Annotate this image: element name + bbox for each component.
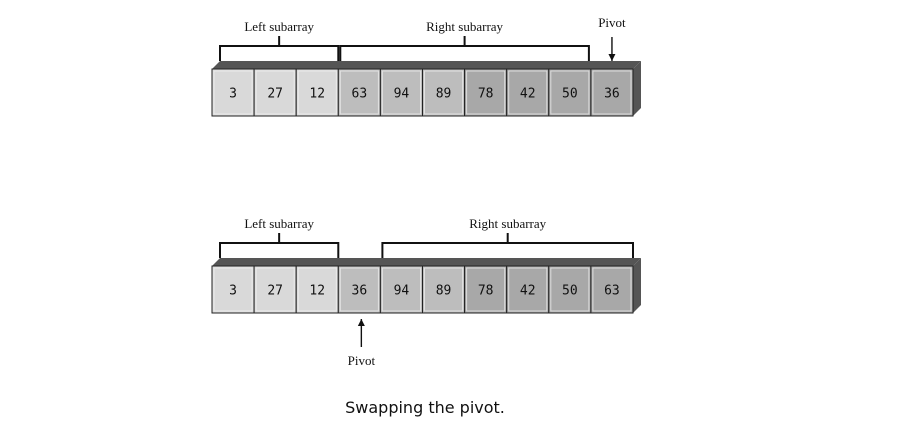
array-side-face: [633, 258, 641, 313]
array-cell-value: 42: [520, 87, 536, 102]
array-cell: 89: [422, 68, 466, 117]
pivot-label: Pivot: [598, 15, 626, 30]
array-cell: 50: [548, 68, 592, 117]
array-cell-bevel: [255, 70, 295, 115]
array-cell-box: [337, 68, 381, 117]
left-subarray-bracket: [219, 242, 340, 258]
array-cell-box: [464, 265, 508, 314]
array-cell-box: [464, 68, 508, 117]
array-cell: 36: [337, 265, 381, 314]
array-cell-box: [422, 68, 466, 117]
array-cell: 3: [211, 265, 255, 314]
right-subarray-bracket: [339, 45, 590, 61]
array-cell-bevel: [339, 267, 379, 312]
array-cell: 27: [253, 265, 297, 314]
array-cell-value: 50: [562, 87, 578, 102]
right-subarray-label: Right subarray: [469, 216, 546, 231]
array-cell: 3: [211, 68, 255, 117]
array-cell-box: [295, 68, 339, 117]
pivot-arrow-head: [357, 319, 365, 326]
array-cell-bevel: [381, 70, 421, 115]
array-cell-bevel: [592, 267, 632, 312]
array-cell: 36: [590, 68, 634, 117]
array-cell-value: 78: [478, 284, 494, 299]
array-cell-box: [211, 68, 255, 117]
array-cell-value: 12: [309, 87, 325, 102]
array-cell-box: [590, 68, 634, 117]
array-cell-box: [506, 68, 550, 117]
array-cell: 78: [464, 68, 508, 117]
array-cell-value: 36: [604, 87, 620, 102]
array-cell-bevel: [550, 267, 590, 312]
array-cell: 78: [464, 265, 508, 314]
array-cell-bevel: [424, 267, 464, 312]
array-cell-bevel: [424, 70, 464, 115]
array-cell-value: 36: [352, 284, 368, 299]
array-cell-bevel: [381, 267, 421, 312]
array-cell-value: 94: [394, 284, 410, 299]
array-top-face: [212, 61, 641, 69]
array-cell-value: 94: [394, 87, 410, 102]
array-cell: 94: [379, 265, 423, 314]
array-cell-value: 3: [229, 87, 237, 102]
array-cell-bevel: [297, 70, 337, 115]
pivot-label: Pivot: [348, 353, 376, 368]
array-cell-bevel: [466, 70, 506, 115]
array-cell-bevel: [466, 267, 506, 312]
array-cell-value: 89: [436, 87, 452, 102]
array-cell-box: [548, 68, 592, 117]
left-subarray-label: Left subarray: [244, 19, 314, 34]
left-subarray-bracket: [219, 45, 340, 61]
array-cell-value: 50: [562, 284, 578, 299]
array-cell-box: [590, 265, 634, 314]
array-cell: 50: [548, 265, 592, 314]
figure-caption: Swapping the pivot.: [345, 398, 505, 417]
array-cell-value: 89: [436, 284, 452, 299]
array-cell: 42: [506, 68, 550, 117]
array-cell-value: 27: [267, 87, 283, 102]
array-cell: 27: [253, 68, 297, 117]
array-cell: 12: [295, 265, 339, 314]
left-subarray-label: Left subarray: [244, 216, 314, 231]
array-cell-value: 78: [478, 87, 494, 102]
array-after-swap: 3 27 12 36 94 89 78 42 50 63 Left subarray Right su…: [211, 216, 641, 368]
array-cell-bevel: [339, 70, 379, 115]
right-subarray-bracket: [381, 242, 634, 258]
array-cell-value: 3: [229, 284, 237, 299]
array-cell: 63: [337, 68, 381, 117]
array-cell-box: [379, 68, 423, 117]
array-cell-value: 63: [352, 87, 368, 102]
array-top-face: [212, 258, 641, 266]
array-cell: 89: [422, 265, 466, 314]
array-cell-value: 63: [604, 284, 620, 299]
array-cell-box: [422, 265, 466, 314]
array-cell-bevel: [592, 70, 632, 115]
array-cell: 42: [506, 265, 550, 314]
array-cell-box: [337, 265, 381, 314]
array-cell-box: [253, 68, 297, 117]
array-cell-bevel: [508, 267, 548, 312]
array-cell-value: 27: [267, 284, 283, 299]
array-side-face: [633, 61, 641, 116]
right-subarray-label: Right subarray: [426, 19, 503, 34]
array-cell-value: 42: [520, 284, 536, 299]
array-cell-box: [379, 265, 423, 314]
array-cell-bevel: [213, 267, 253, 312]
array-cell-bevel: [213, 70, 253, 115]
array-cell: 63: [590, 265, 634, 314]
array-cell-bevel: [508, 70, 548, 115]
array-cell: 94: [379, 68, 423, 117]
array-before-swap: 3 27 12 63 94 89 78 42 50 36 Left subarray Right su…: [211, 15, 641, 117]
array-cell: 12: [295, 68, 339, 117]
pivot-arrow-head: [608, 54, 616, 61]
array-cell-value: 12: [309, 284, 325, 299]
array-cell-bevel: [550, 70, 590, 115]
array-cell-bevel: [255, 267, 295, 312]
array-cell-bevel: [297, 267, 337, 312]
